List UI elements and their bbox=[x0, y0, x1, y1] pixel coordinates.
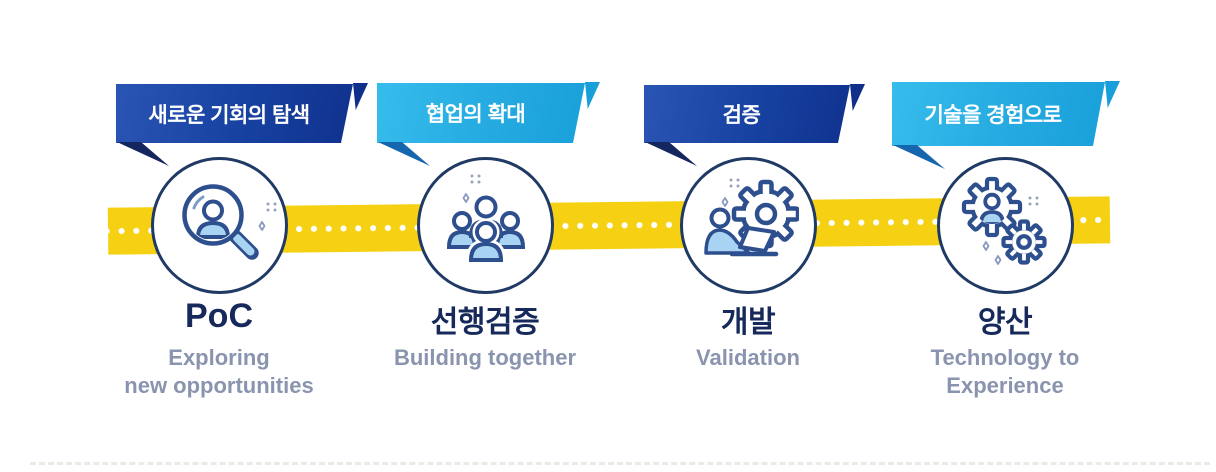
bubble-notch bbox=[1105, 81, 1120, 108]
bubble-notch bbox=[353, 83, 368, 110]
step-circle bbox=[151, 157, 288, 294]
step-subtitle: Exploring new opportunities bbox=[124, 345, 314, 398]
step-circle bbox=[937, 157, 1074, 294]
bubble-tail bbox=[893, 145, 945, 169]
step-subtitle: Building together bbox=[393, 345, 577, 370]
sparkle-icon bbox=[258, 202, 277, 231]
double-gears-icon bbox=[961, 176, 1047, 265]
bubble-label: 새로운 기회의 탐색 bbox=[148, 103, 310, 127]
person-magnifier-icon bbox=[181, 183, 259, 260]
step-title: 선행검증 bbox=[430, 306, 540, 339]
step-subtitle: Validation bbox=[696, 345, 800, 370]
step-circle bbox=[417, 157, 554, 294]
people-group-icon bbox=[446, 195, 525, 265]
step-subtitle: Technology to Experience bbox=[930, 345, 1080, 398]
person-laptop-gear-icon bbox=[703, 179, 799, 256]
bubble-label: 기술을 경험으로 bbox=[924, 104, 1062, 127]
sparkle-icon bbox=[1028, 196, 1039, 206]
bubble-notch bbox=[585, 82, 600, 109]
speech-bubble: 협업의 확대 bbox=[377, 82, 600, 166]
speech-bubble: 기술을 경험으로 bbox=[892, 81, 1120, 169]
bubble-tail bbox=[645, 142, 697, 166]
sparkle-icon bbox=[982, 241, 1002, 265]
bubble-tail bbox=[117, 142, 169, 166]
bubble-tail bbox=[378, 142, 430, 166]
bubble-label: 협업의 확대 bbox=[425, 103, 526, 126]
bubble-label: 검증 bbox=[722, 104, 761, 127]
bubble-notch bbox=[850, 84, 865, 111]
step-title: 개발 bbox=[720, 306, 776, 339]
sparkle-icon bbox=[462, 174, 481, 203]
step-title: 양산 bbox=[977, 306, 1033, 339]
bottom-dashed-divider bbox=[30, 462, 1210, 465]
step-title: PoC bbox=[185, 297, 253, 335]
speech-bubble: 새로운 기회의 탐색 bbox=[116, 83, 368, 166]
step-circle bbox=[680, 157, 817, 294]
sparkle-icon bbox=[721, 178, 740, 207]
speech-bubble: 검증 bbox=[644, 84, 865, 166]
